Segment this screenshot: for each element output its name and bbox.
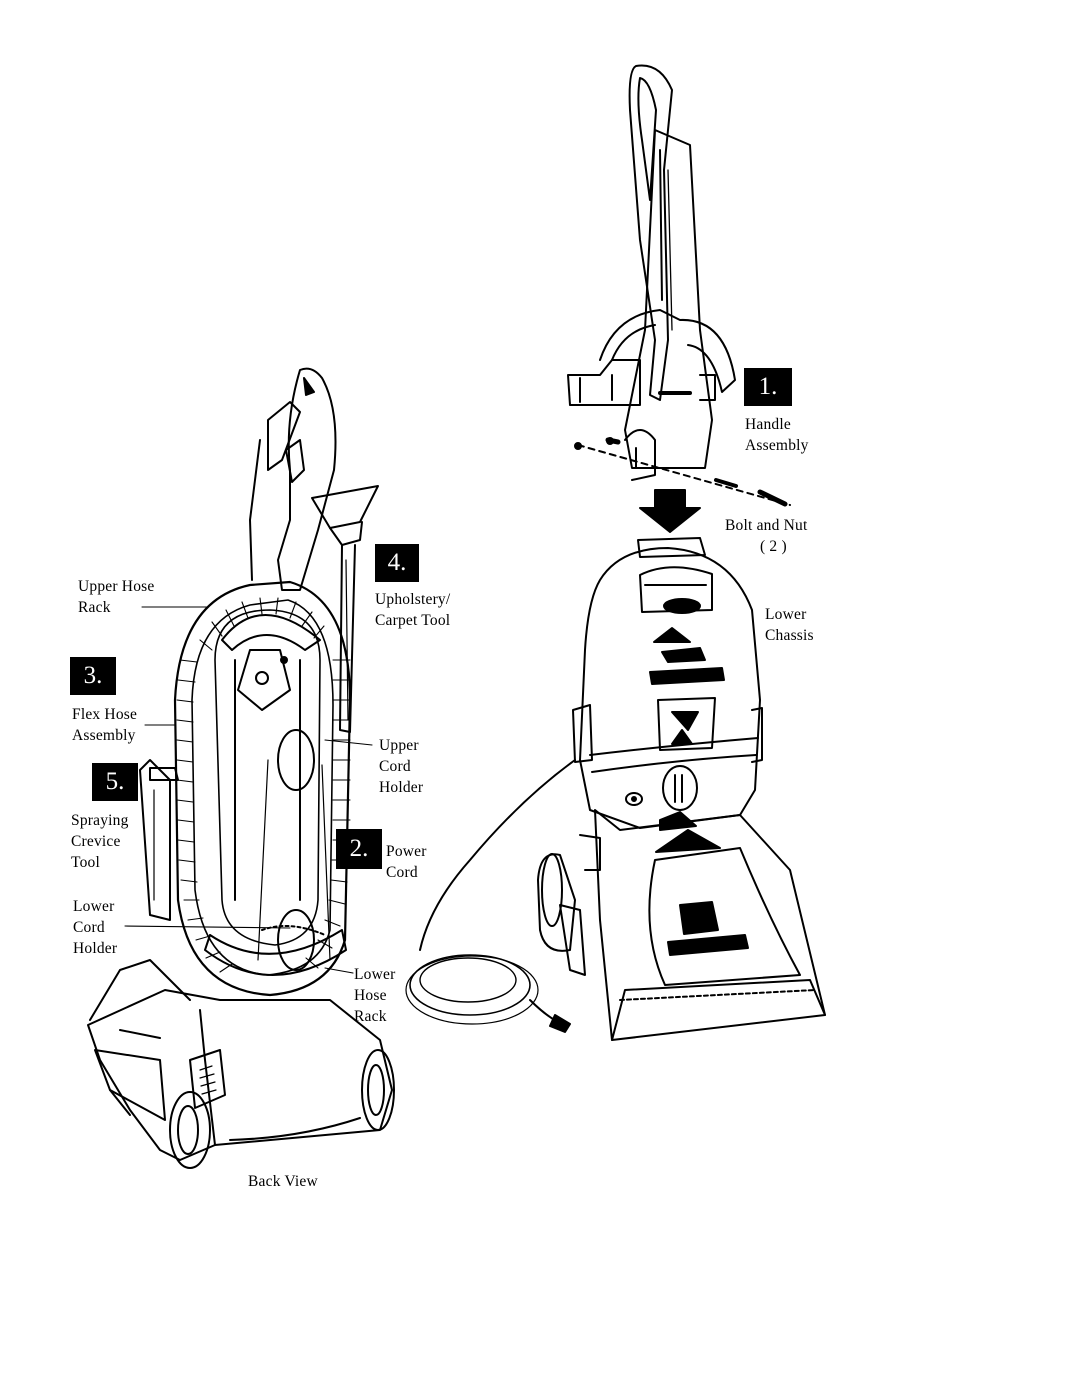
step-5-badge: 5. xyxy=(92,763,138,801)
leader-lines xyxy=(124,606,373,974)
upper-hose-rack-label: Upper Hose Rack xyxy=(78,578,155,616)
upholstery-carpet-tool-label: Upholstery/ Carpet Tool xyxy=(375,591,451,629)
upper-cord-holder-label: Upper Cord Holder xyxy=(379,737,424,796)
power-cord-label: Power Cord xyxy=(386,843,427,881)
back-view-caption: Back View xyxy=(248,1173,318,1190)
bolt-quantity-label: ( 2 ) xyxy=(760,538,787,555)
power-cord-coil xyxy=(405,759,576,1033)
handle-assembly-label: Handle Assembly xyxy=(745,416,809,454)
lower-chassis-label: Lower Chassis xyxy=(765,606,814,644)
lower-cord-holder-label: Lower Cord Holder xyxy=(73,898,118,957)
handle-assembly xyxy=(567,64,791,507)
step-2-badge: 2. xyxy=(336,829,382,869)
step-3-badge: 3. xyxy=(70,657,116,695)
step-1-badge: 1. xyxy=(744,368,792,406)
flex-hose-assembly-label: Flex Hose Assembly xyxy=(72,706,138,744)
down-arrow-icon xyxy=(639,489,701,533)
bolt-and-nut-label: Bolt and Nut xyxy=(725,517,808,534)
spraying-crevice-tool-label: Spraying Crevice Tool xyxy=(71,812,129,871)
lower-hose-rack-label: Lower Hose Rack xyxy=(354,966,396,1025)
lower-chassis xyxy=(537,537,826,1041)
back-view-cleaner xyxy=(87,367,395,1169)
step-4-badge: 4. xyxy=(375,544,419,582)
